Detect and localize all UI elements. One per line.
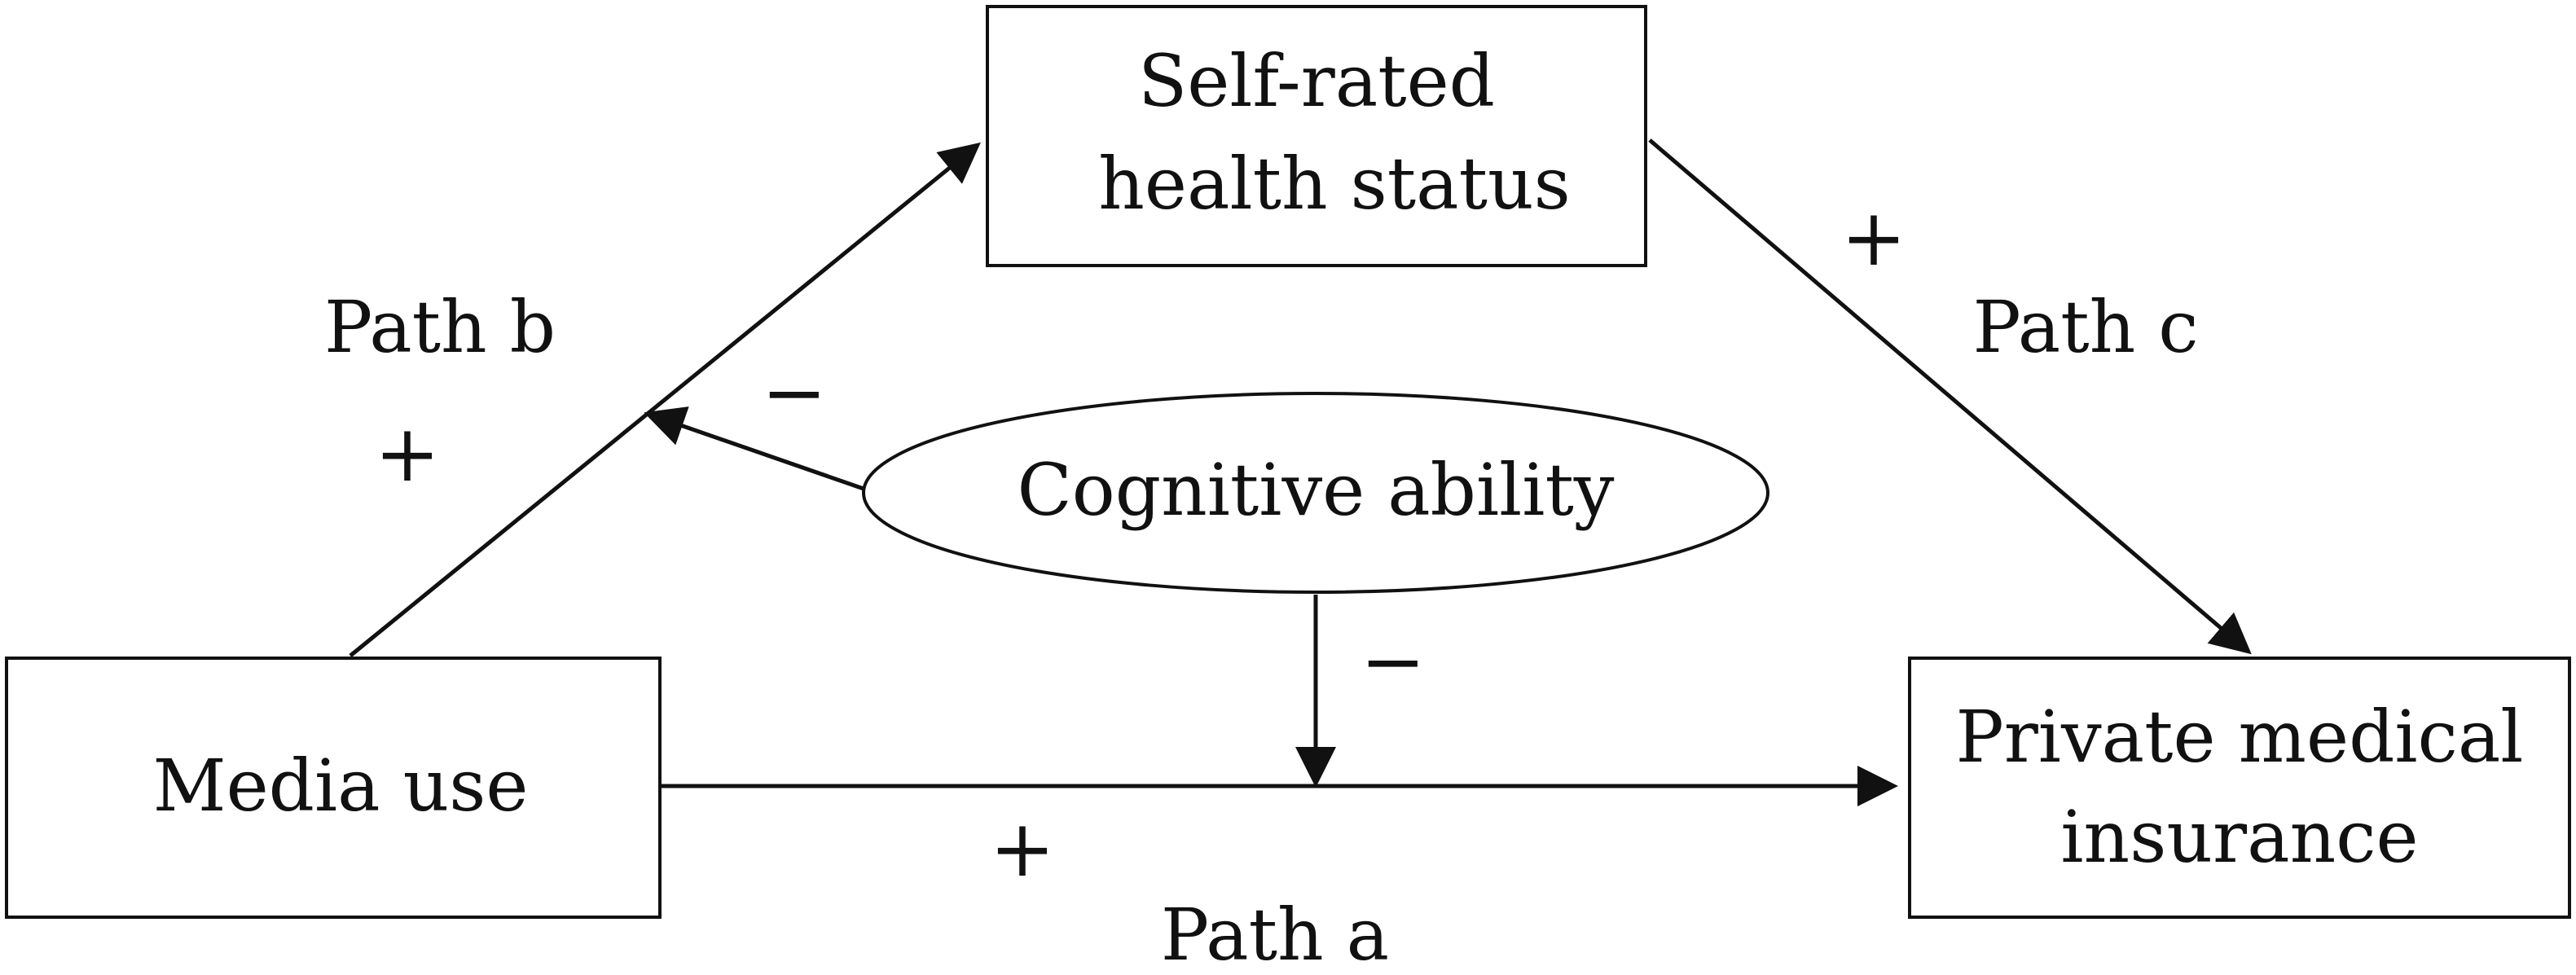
path-c-arrow xyxy=(1648,138,2252,655)
cognitive-ability-node: Cognitive ability xyxy=(862,392,1769,594)
private-medical-insurance-line1: Private medical xyxy=(1956,695,2524,779)
path-b-arrow xyxy=(349,142,981,657)
path-a-label: Path a xyxy=(1161,893,1389,975)
path-b-sign: + xyxy=(375,408,440,499)
media-use-node: Media use xyxy=(5,657,662,919)
self-rated-health-status-node: Self-rated health status xyxy=(986,5,1647,267)
path-a-sign: + xyxy=(990,803,1055,894)
moderation-on-path-a-sign: − xyxy=(1361,616,1426,707)
path-b-label: Path b xyxy=(324,285,556,369)
cognitive-ability-label: Cognitive ability xyxy=(1017,448,1614,532)
self-rated-health-status-line2: health status xyxy=(1098,142,1571,226)
private-medical-insurance-line2: insurance xyxy=(2060,795,2418,879)
moderation-on-path-b-sign: − xyxy=(762,347,827,438)
media-use-label: Media use xyxy=(152,744,528,828)
private-medical-insurance-node: Private medical insurance xyxy=(1908,657,2571,919)
path-c-sign: + xyxy=(1841,192,1906,283)
self-rated-health-status-line1: Self-rated xyxy=(1138,39,1495,123)
path-c-label: Path c xyxy=(1972,285,2198,369)
moderation-on-path-b-arrow xyxy=(644,406,864,491)
